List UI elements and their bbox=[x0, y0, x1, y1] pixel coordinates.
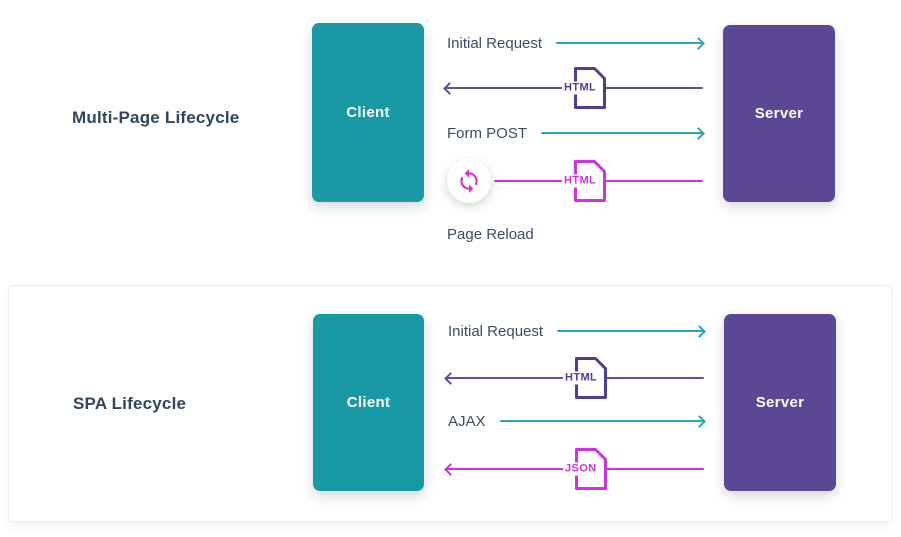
html-file-icon: HTML bbox=[563, 356, 608, 400]
initial-request-label: Initial Request bbox=[448, 322, 544, 340]
json-file-icon: JSON bbox=[563, 447, 608, 491]
initial-request-row: Initial Request bbox=[447, 28, 705, 58]
multi-page-lifecycle-title: Multi-Page Lifecycle bbox=[72, 108, 240, 127]
arrow-shaft bbox=[556, 42, 703, 44]
server-box: Server bbox=[723, 25, 835, 202]
arrowhead-left-icon bbox=[444, 462, 457, 476]
html-file-icon-label: HTML bbox=[562, 81, 599, 95]
html-file-icon-label: HTML bbox=[562, 174, 599, 188]
spa-lifecycle-section: SPA Lifecycle Client Server Initial Requ… bbox=[8, 285, 892, 522]
arrowhead-right-icon bbox=[693, 324, 706, 338]
refresh-icon bbox=[460, 169, 478, 193]
ajax-label: AJAX bbox=[448, 412, 486, 430]
html-file-icon: HTML bbox=[562, 66, 607, 110]
spa-lifecycle-title: SPA Lifecycle bbox=[73, 394, 187, 413]
initial-request-right-arrow-icon bbox=[557, 324, 706, 338]
client-box-label: Client bbox=[346, 104, 390, 121]
server-box-label: Server bbox=[755, 394, 805, 411]
arrowhead-right-icon bbox=[693, 414, 706, 428]
arrow-shaft bbox=[499, 420, 704, 422]
arrow-shaft bbox=[541, 132, 703, 134]
server-box: Server bbox=[724, 314, 836, 491]
arrow-shaft bbox=[557, 330, 704, 332]
json-file-icon-label: JSON bbox=[563, 462, 599, 476]
initial-request-right-arrow-icon bbox=[556, 36, 705, 50]
html-file-icon: HTML bbox=[562, 159, 607, 203]
html-file-icon-label: HTML bbox=[563, 371, 600, 385]
client-box: Client bbox=[312, 23, 424, 202]
ajax-row: AJAX bbox=[448, 406, 706, 436]
client-box: Client bbox=[313, 314, 424, 491]
client-box-label: Client bbox=[346, 394, 391, 411]
page-reload-circle bbox=[447, 159, 491, 203]
form-post-label: Form POST bbox=[447, 124, 528, 142]
page-reload-label: Page Reload bbox=[447, 225, 534, 243]
ajax-right-arrow-icon bbox=[499, 414, 706, 428]
server-box-label: Server bbox=[754, 105, 804, 122]
form-post-row: Form POST bbox=[447, 118, 705, 148]
arrowhead-left-icon bbox=[444, 371, 457, 385]
multi-page-lifecycle-section: Multi-Page Lifecycle Client Server Initi… bbox=[72, 23, 835, 249]
form-post-right-arrow-icon bbox=[541, 126, 705, 140]
initial-request-label: Initial Request bbox=[447, 34, 543, 52]
initial-request-row: Initial Request bbox=[448, 316, 706, 346]
arrowhead-right-icon bbox=[692, 36, 705, 50]
arrowhead-right-icon bbox=[692, 126, 705, 140]
arrowhead-left-icon bbox=[443, 81, 456, 95]
page-reload-caption-row: Page Reload bbox=[447, 219, 548, 249]
